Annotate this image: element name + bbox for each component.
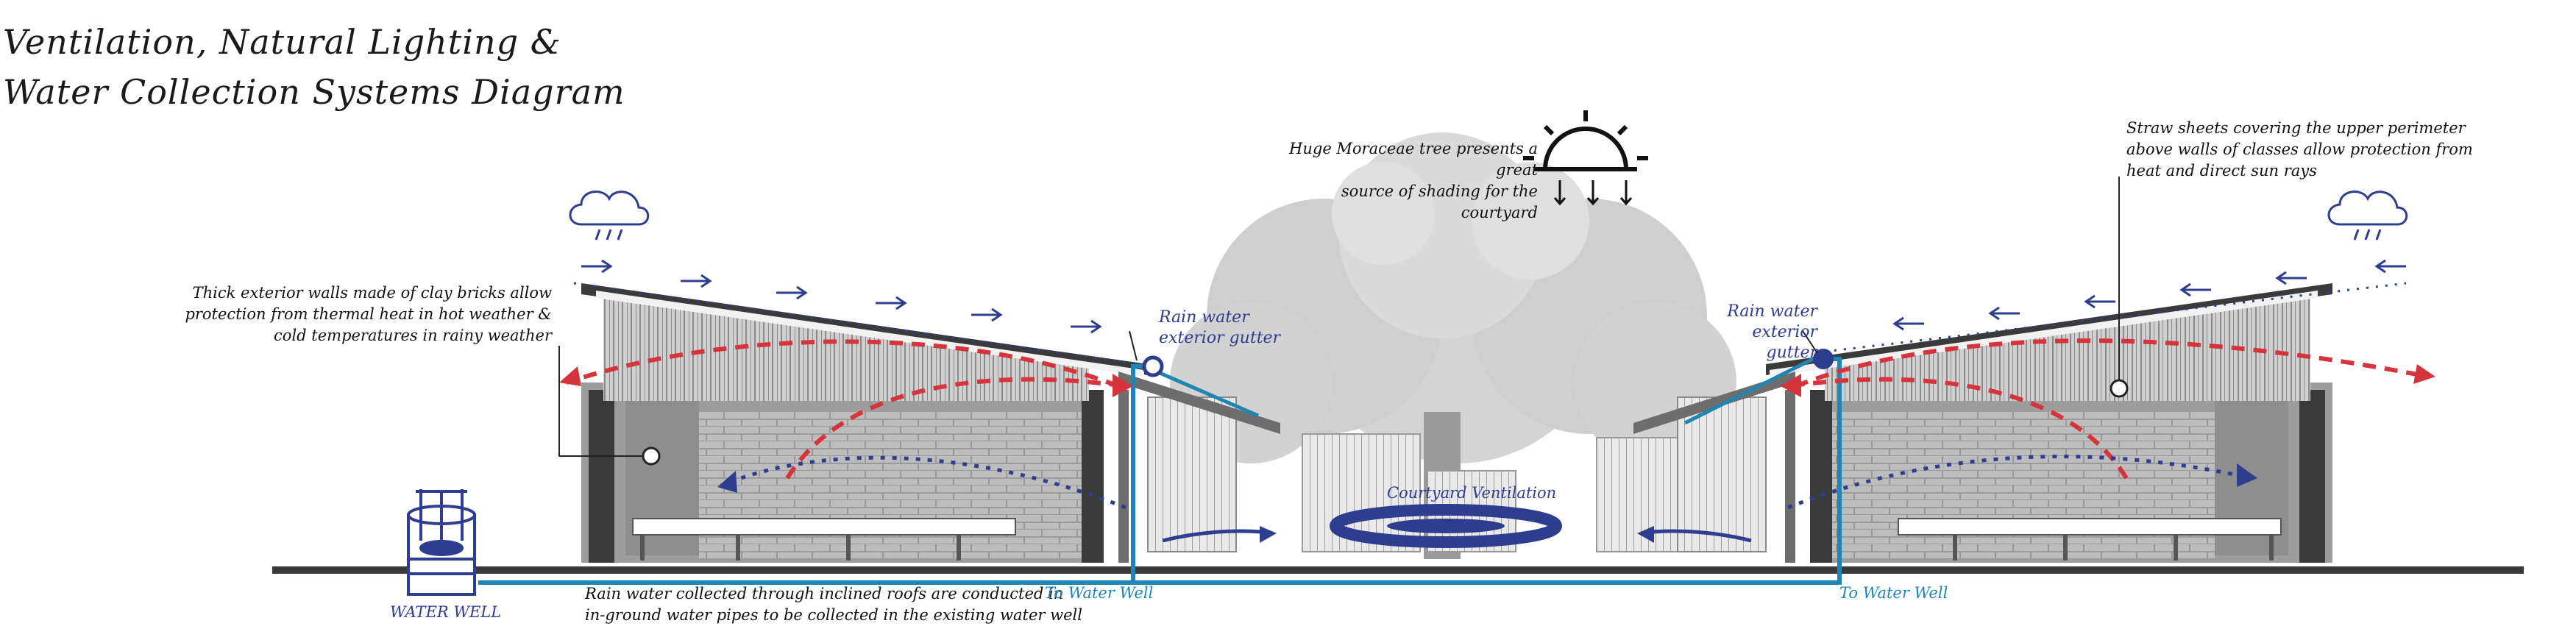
walls-note: Thick exterior walls made of clay bricks… [180, 282, 552, 346]
courtyard-ventilation-swirl [1162, 504, 1752, 548]
gutter-label-left-line-1: Rain water [1159, 308, 1249, 327]
water-well-icon [407, 489, 476, 596]
straw-note-line-1: Straw sheets covering the upper perimete… [2126, 119, 2466, 137]
courtyard-label: Courtyard Ventilation [1387, 484, 1557, 502]
left-classroom-building [581, 283, 1280, 563]
hot-air-arrowheads [559, 364, 2435, 397]
cool-air-flow [720, 455, 2252, 510]
right-gutter-node [1813, 349, 1834, 369]
annotation-leaders [558, 177, 2120, 457]
diagram-title-line-2: Water Collection Systems Diagram [3, 72, 625, 112]
right-gutter-overflow [1683, 351, 1826, 425]
to-water-well-right: To Water Well [1839, 584, 1948, 602]
to-water-well-left: To Water Well [1045, 584, 1154, 602]
cool-air-arrowheads [717, 463, 2257, 493]
gutter-label-right-line-2: exterior gutter [1752, 323, 1817, 362]
tree-note: Huge Moraceae tree presents a great sour… [1273, 138, 1538, 224]
left-gutter-overflow [1147, 366, 1259, 418]
straw-note: Straw sheets covering the upper perimete… [2126, 118, 2480, 182]
gutter-label-right: Rain water exterior gutter [1714, 302, 1817, 363]
walls-note-line-2: protection from thermal heat in hot weat… [185, 305, 552, 323]
ground-line [272, 566, 2524, 574]
wind-arrows-right [1892, 259, 2406, 331]
gutter-label-left-line-2: exterior gutter [1159, 329, 1281, 347]
rain-pipe-note-line-1: Rain water collected through inclined ro… [585, 585, 1064, 602]
diagram-title-line-1: Ventilation, Natural Lighting & [3, 22, 561, 62]
gutter-label-right-line-1: Rain water [1727, 302, 1817, 321]
tree-note-line-2: source of shading for the courtyard [1341, 182, 1538, 221]
water-well-label: WATER WELL [390, 603, 502, 621]
right-classroom-building [1633, 283, 2332, 563]
rain-pipe-note-line-2: in-ground water pipes to be collected in… [585, 606, 1082, 624]
left-gutter-node [1142, 355, 1164, 377]
rain-pipe-note: Rain water collected through inclined ro… [585, 583, 1115, 626]
straw-note-line-2: above walls of classes allow protection … [2126, 141, 2473, 158]
walls-note-line-3: cold temperatures in rainy weather [274, 327, 552, 344]
rain-cloud-icon-left [569, 191, 650, 241]
tree-note-line-1: Huge Moraceae tree presents a great [1289, 140, 1538, 179]
gutter-label-left: Rain water exterior gutter [1159, 307, 1280, 349]
wind-arrows-left [581, 259, 1102, 334]
hot-air-flow [566, 338, 2421, 480]
walls-note-line-1: Thick exterior walls made of clay bricks… [192, 284, 552, 302]
wall-callout-marker [642, 447, 661, 466]
right-roof-runoff-line [1824, 282, 2407, 353]
rain-cloud-icon-right [2327, 191, 2408, 241]
left-roof-runoff-line [573, 282, 1149, 367]
sun-icon [1523, 110, 1648, 206]
straw-callout-marker [2110, 379, 2129, 398]
straw-note-line-3: heat and direct sun rays [2126, 162, 2317, 179]
